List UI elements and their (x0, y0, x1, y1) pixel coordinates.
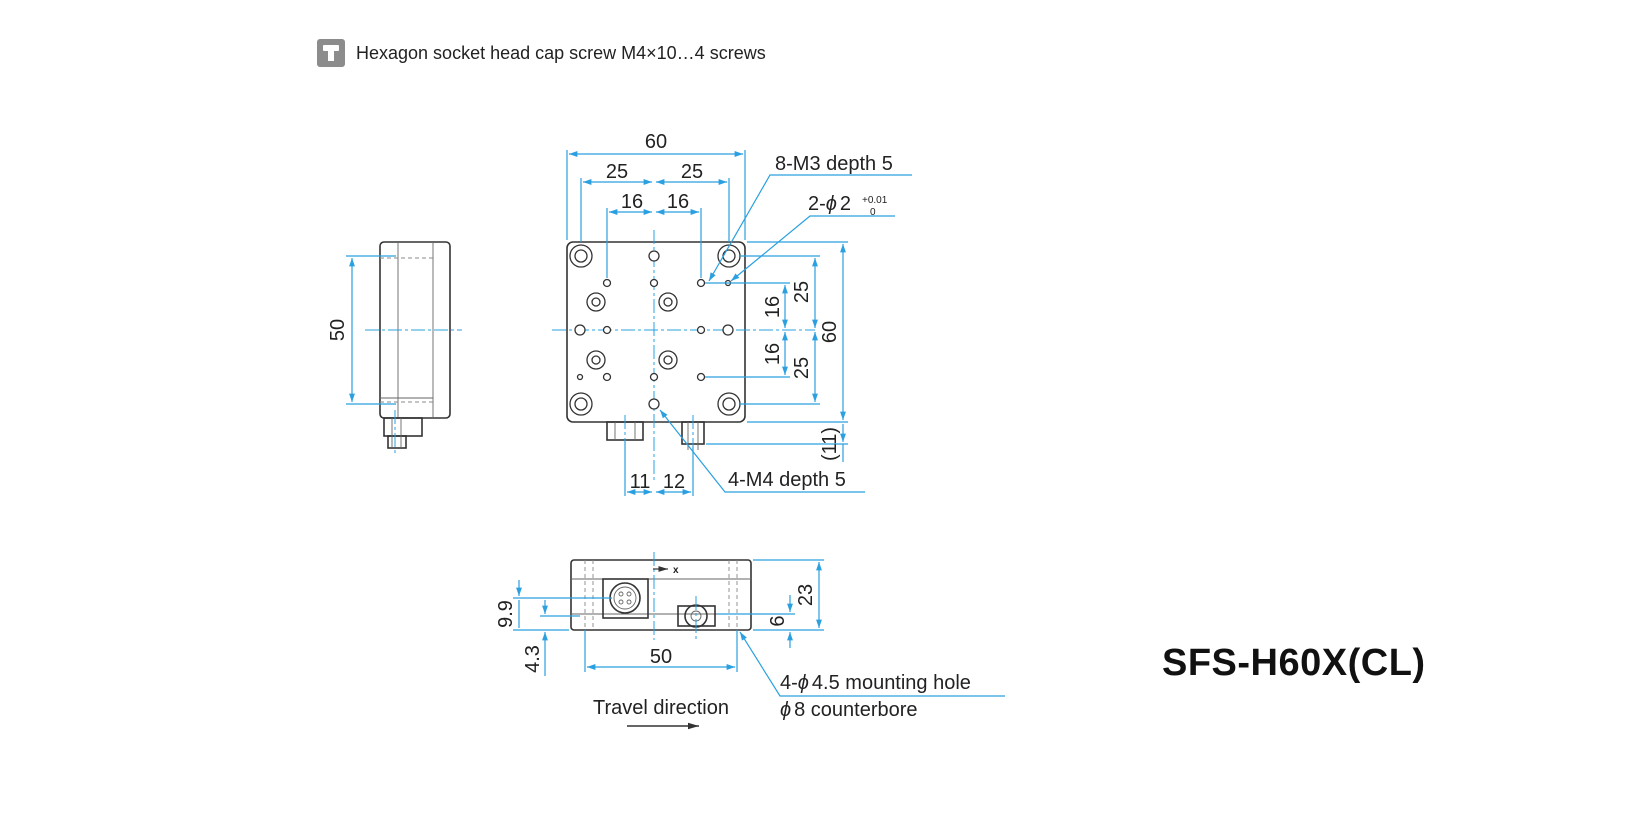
dim-right-ref: (11) (819, 427, 841, 461)
cap-screws (586, 292, 678, 370)
dim-right-total: 60 (819, 321, 841, 343)
side-connector (383, 417, 423, 437)
dim-side-height: 50 (327, 319, 349, 341)
dim-front-small-height: 6 (767, 615, 789, 626)
screw-note-text: Hexagon socket head cap screw M4×10…4 sc… (356, 42, 766, 63)
callout-m4: 4-M4 depth 5 (728, 469, 846, 491)
callout-pin-tol-upper: +0.01 (862, 195, 888, 206)
front-body (570, 559, 752, 631)
dim-bottom-left: 11 (630, 471, 651, 493)
dim-top-inner-left: 16 (621, 191, 643, 213)
side-knob (387, 435, 407, 449)
m4-holes (574, 250, 734, 410)
dim-right-inner-upper: 16 (762, 296, 784, 318)
dim-front-total-height: 23 (795, 584, 817, 606)
dim-top-inner-right: 16 (667, 191, 689, 213)
side-view: 50 (327, 241, 462, 456)
top-view: 60 25 25 16 16 60 25 25 (552, 131, 912, 496)
callout-m3: 8-M3 depth 5 (775, 153, 893, 175)
dim-bottom-right: 12 (663, 471, 685, 493)
dim-front-left-upper: 9.9 (495, 600, 517, 628)
pin-hole (576, 373, 584, 381)
dim-right-lower: 25 (791, 357, 813, 379)
screw-note: Hexagon socket head cap screw M4×10…4 sc… (317, 38, 766, 68)
dim-top-half-right: 25 (681, 161, 703, 183)
dim-right-upper: 25 (791, 281, 813, 303)
top-body (566, 241, 746, 423)
t-handle-icon (317, 39, 345, 67)
dim-front-left-lower: 4.3 (522, 645, 544, 673)
travel-direction-label: Travel direction (593, 697, 729, 719)
callout-pin-tol-lower: 0 (870, 207, 876, 218)
dim-top-width: 60 (645, 131, 667, 153)
m3-holes (602, 278, 706, 382)
dim-right-inner-lower: 16 (762, 343, 784, 365)
front-view: x 23 6 9.9 4.3 50 (495, 552, 1005, 730)
dim-top-half-left: 25 (606, 161, 628, 183)
axis-label: x (673, 565, 679, 576)
dim-front-width: 50 (650, 646, 672, 668)
model-name: SFS-H60X(CL) (1162, 642, 1426, 684)
